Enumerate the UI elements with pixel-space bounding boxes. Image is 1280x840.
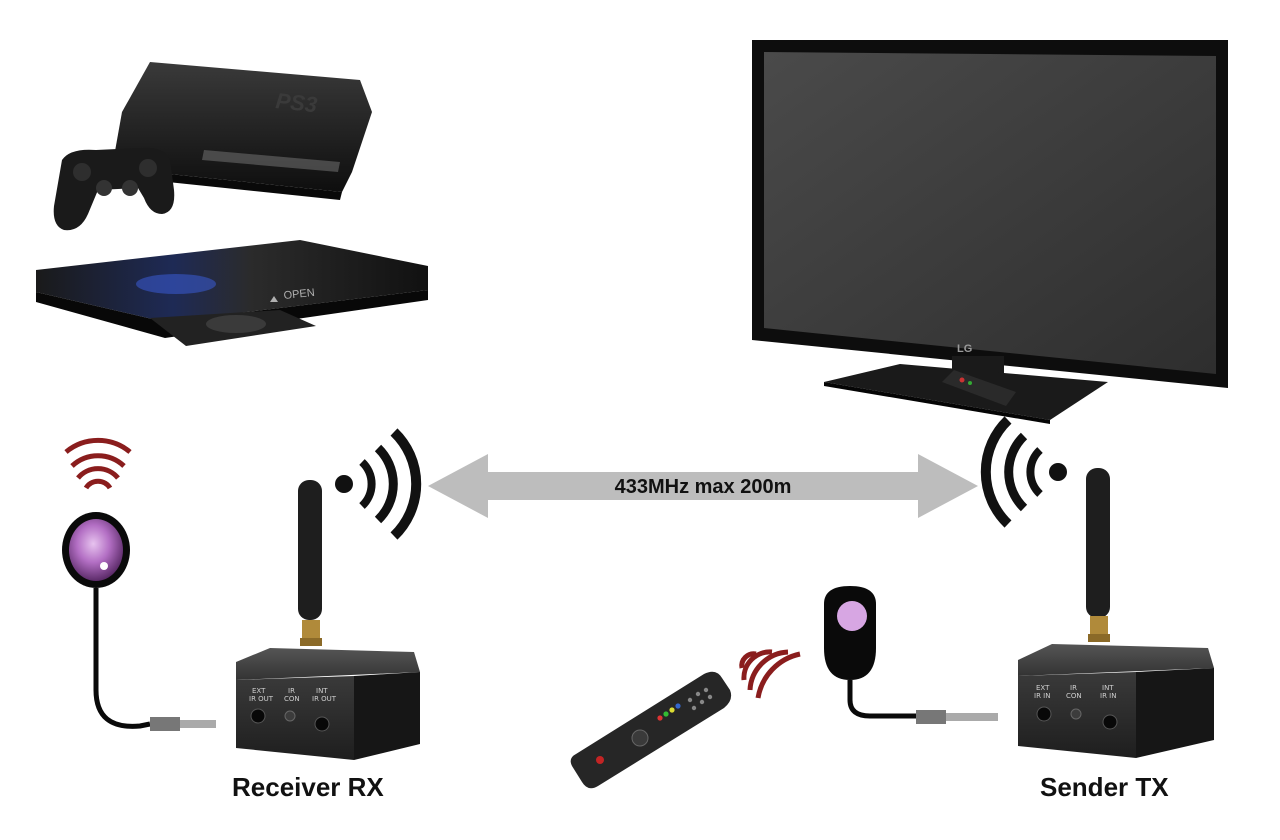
ir-waves-icon-rx	[64, 437, 132, 490]
tv-logo: LG	[957, 343, 972, 355]
tx-port-con-label-1: IR	[1070, 684, 1077, 692]
tx-port-con-label-2: CON	[1066, 692, 1082, 700]
sender-caption: Sender TX	[1040, 772, 1169, 802]
player-open-label: OPEN	[283, 287, 315, 302]
ir-receiver-eye-tx	[824, 586, 998, 724]
rx-port-con-label-2: CON	[284, 695, 300, 703]
console-logo: PS3	[274, 88, 318, 117]
ir-waves-icon-remote	[739, 649, 801, 699]
rx-port-int-label-1: INT	[316, 687, 328, 695]
television: LG	[752, 40, 1228, 424]
tx-port-ext-label-1: EXT	[1036, 684, 1050, 692]
wireless-link-arrow: 433MHz max 200m	[428, 454, 978, 518]
rx-port-int-label-2: IR OUT	[312, 695, 337, 703]
ir-emitter-eye-rx	[62, 512, 216, 731]
game-controller	[53, 147, 175, 231]
rf-signal-icon-tx	[980, 416, 1067, 528]
rx-port-con-label-1: IR	[288, 687, 295, 695]
link-label: 433MHz max 200m	[615, 476, 792, 498]
receiver-caption: Receiver RX	[232, 772, 384, 802]
tx-port-ext-label-2: IR IN	[1034, 692, 1050, 700]
receiver-unit: EXT IR OUT IR CON INT IR OUT	[236, 480, 420, 760]
rf-signal-icon-rx	[335, 428, 422, 540]
remote-control	[570, 671, 732, 789]
rx-port-ext-label-1: EXT	[252, 687, 266, 695]
rx-port-ext-label-2: IR OUT	[249, 695, 274, 703]
tx-port-int-label-1: INT	[1102, 684, 1114, 692]
tx-port-int-label-2: IR IN	[1100, 692, 1116, 700]
bluray-player: OPEN	[36, 240, 428, 346]
sender-unit: EXT IR IN IR CON INT IR IN	[1018, 468, 1214, 758]
